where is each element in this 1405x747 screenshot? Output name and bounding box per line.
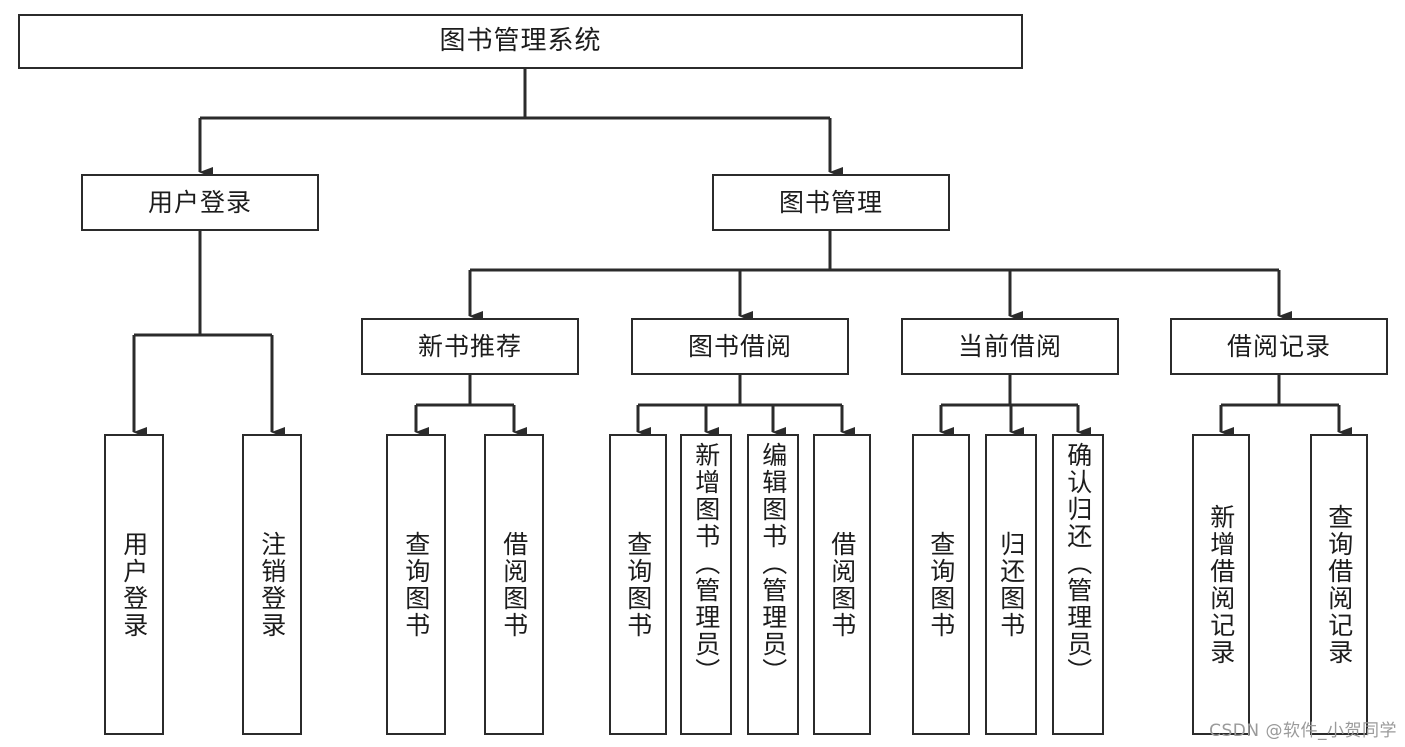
node-label: 图书管理系统 — [439, 25, 602, 56]
csdn-watermark: CSDN @软件_小贺同学 — [1209, 721, 1397, 741]
node-leaf-borrow-book[interactable]: 借阅图书 — [813, 434, 871, 735]
node-leaf-user-login[interactable]: 用户登录 — [104, 434, 164, 735]
node-label: 查询图书 — [401, 530, 431, 639]
node-label: 当前借阅 — [957, 331, 1062, 361]
node-leaf-query-record[interactable]: 查询借阅记录 — [1310, 434, 1368, 735]
node-leaf-confirm-return[interactable]: 确认归还（管理员） — [1052, 434, 1104, 735]
node-book-manage[interactable]: 图书管理 — [712, 174, 950, 231]
node-label: 确认归还（管理员） — [1063, 442, 1093, 685]
node-leaf-edit-book[interactable]: 编辑图书（管理员） — [747, 434, 799, 735]
node-label: 图书借阅 — [687, 331, 792, 361]
node-leaf-query-book-rec[interactable]: 查询图书 — [386, 434, 446, 735]
node-borrow-record[interactable]: 借阅记录 — [1170, 318, 1388, 375]
node-label: 图书管理 — [778, 187, 883, 217]
node-leaf-logout[interactable]: 注销登录 — [242, 434, 302, 735]
node-label: 新书推荐 — [417, 331, 522, 361]
node-user-login[interactable]: 用户登录 — [81, 174, 319, 231]
node-leaf-add-record[interactable]: 新增借阅记录 — [1192, 434, 1250, 735]
node-label: 用户登录 — [147, 187, 252, 217]
node-label: 借阅图书 — [827, 530, 857, 639]
node-label: 新增借阅记录 — [1206, 503, 1236, 666]
node-label: 查询借阅记录 — [1324, 503, 1354, 666]
node-label: 归还图书 — [996, 530, 1026, 639]
node-label: 新增图书（管理员） — [691, 442, 721, 685]
node-leaf-borrow-book-rec[interactable]: 借阅图书 — [484, 434, 544, 735]
node-leaf-query-book-cur[interactable]: 查询图书 — [912, 434, 970, 735]
node-label: 查询图书 — [926, 530, 956, 639]
node-leaf-return-book[interactable]: 归还图书 — [985, 434, 1037, 735]
node-label: 查询图书 — [623, 530, 653, 639]
node-label: 注销登录 — [257, 530, 287, 639]
node-leaf-add-book[interactable]: 新增图书（管理员） — [680, 434, 732, 735]
node-root-system[interactable]: 图书管理系统 — [18, 14, 1023, 69]
node-leaf-query-book-borrow[interactable]: 查询图书 — [609, 434, 667, 735]
node-new-book-rec[interactable]: 新书推荐 — [361, 318, 579, 375]
node-label: 借阅记录 — [1226, 331, 1331, 361]
node-label: 用户登录 — [119, 530, 149, 639]
node-label: 借阅图书 — [499, 530, 529, 639]
node-label: 编辑图书（管理员） — [758, 442, 788, 685]
node-book-borrow[interactable]: 图书借阅 — [631, 318, 849, 375]
node-current-borrow[interactable]: 当前借阅 — [901, 318, 1119, 375]
